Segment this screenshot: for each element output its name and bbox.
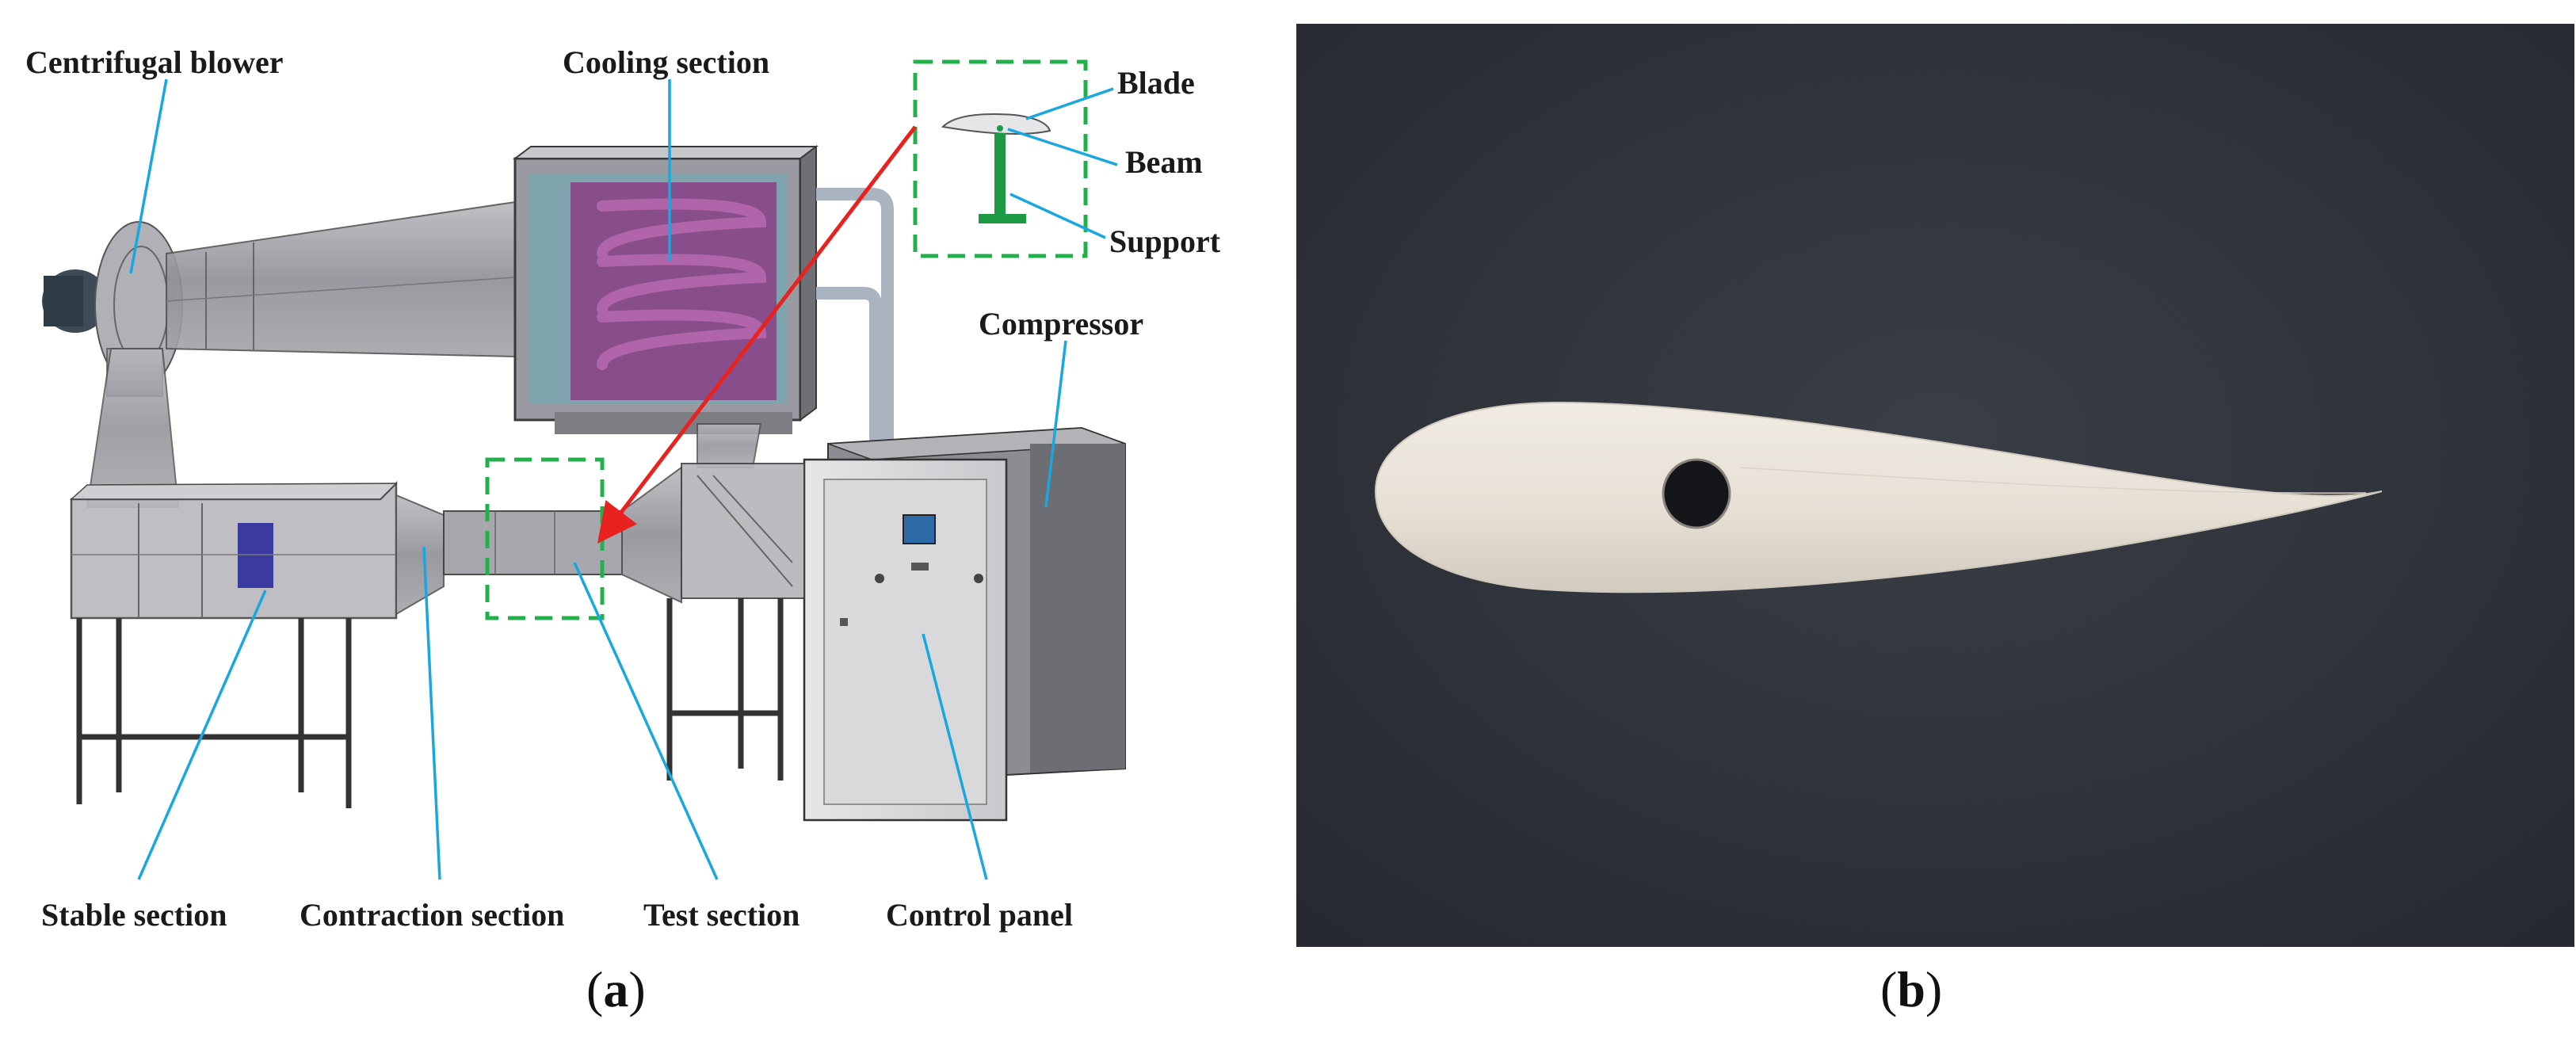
beam-hole <box>1662 458 1731 529</box>
label-control-panel: Control panel <box>886 897 1073 933</box>
label-blade: Blade <box>1117 65 1195 101</box>
control-panel-cabinet <box>803 458 1008 822</box>
label-support: Support <box>1109 223 1221 259</box>
label-stable-section: Stable section <box>41 897 227 933</box>
label-beam: Beam <box>1125 144 1203 180</box>
upper-diffuser <box>166 200 516 358</box>
leader-lines <box>129 78 1118 880</box>
caption-a-letter: a <box>603 961 629 1017</box>
caption-b: (b) <box>1880 961 1943 1017</box>
label-compressor: Compressor <box>979 306 1143 342</box>
contraction-section-duct <box>395 494 445 616</box>
test-section-duct <box>443 466 682 604</box>
cooling-section-box <box>513 145 819 434</box>
airfoil-photo <box>1296 24 2574 947</box>
label-test-section: Test section <box>643 897 800 933</box>
lower-corner-box <box>681 463 805 599</box>
blade-detail-box <box>913 59 1088 258</box>
label-cooling-section: Cooling section <box>563 44 769 80</box>
wind-tunnel-diagram: Centrifugal blower Cooling section Blade… <box>25 44 1221 933</box>
label-centrifugal-blower: Centrifugal blower <box>25 44 284 80</box>
caption-b-letter: b <box>1897 961 1925 1017</box>
stable-section-chamber <box>70 480 398 620</box>
support-stands <box>76 598 784 808</box>
caption-a: (a) <box>586 961 646 1017</box>
airfoil-blade <box>1374 401 2383 593</box>
blade-beam-support-detail <box>941 113 1051 223</box>
detail-pointer-arrow <box>597 125 917 544</box>
return-ducts <box>86 348 762 508</box>
label-contraction-section: Contraction section <box>300 897 564 933</box>
compressor-pipes <box>816 188 894 444</box>
